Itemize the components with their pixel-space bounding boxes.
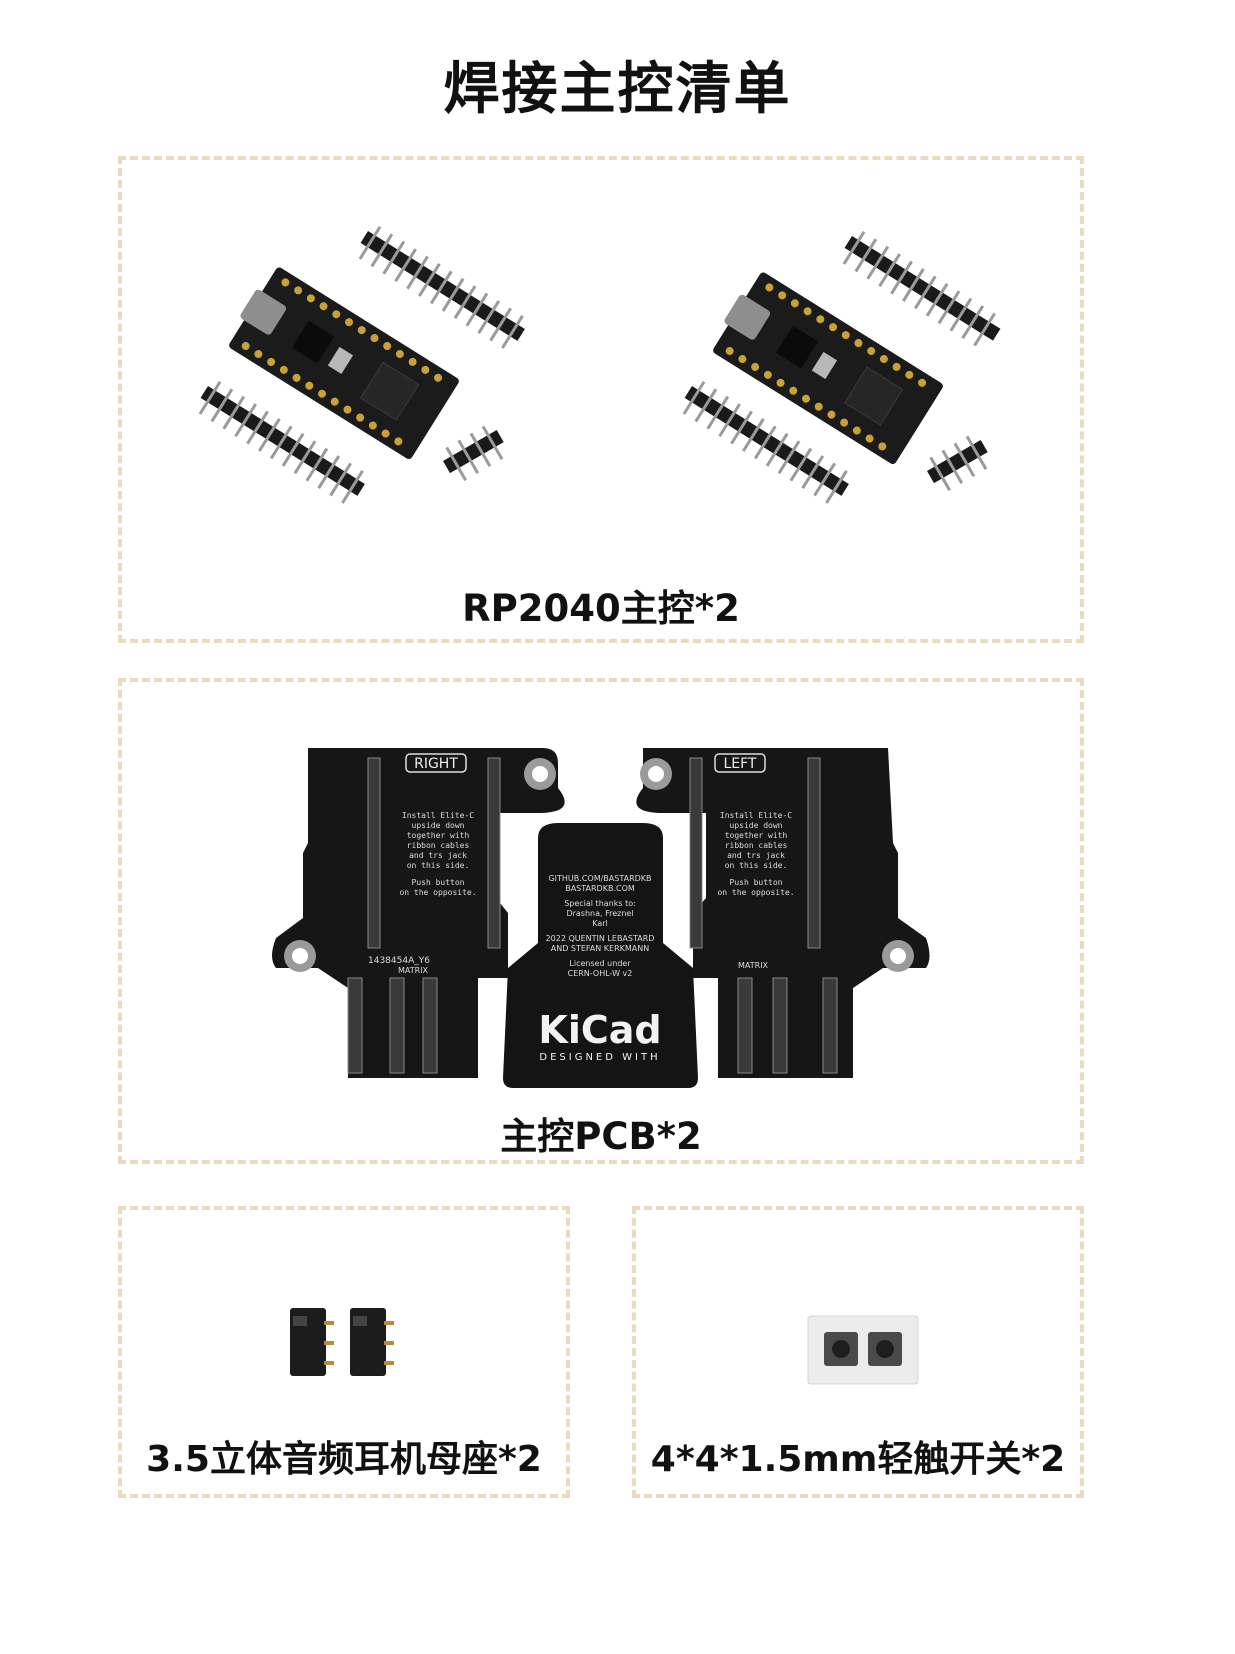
pcb-install-line: Push button xyxy=(412,878,465,887)
panel-rp2040: RP2040主控*2 xyxy=(118,156,1084,643)
pcb-center-icon xyxy=(503,823,698,1088)
pcb-center-line: Drashna, Freznel xyxy=(566,909,633,918)
pcb-install-line-r: upside down xyxy=(730,821,783,830)
panel-pcb: RIGHT LEFT Install Elite-C upside down t… xyxy=(118,678,1084,1164)
audio-jack-image xyxy=(290,1308,394,1376)
pcb-matrix-label: MATRIX xyxy=(398,966,429,975)
pcb-center-line: GITHUB.COM/BASTARDKB xyxy=(548,874,651,883)
pcb-install-line: and trs jack xyxy=(409,851,467,860)
panel-audio-jack: 3.5立体音频耳机母座*2 xyxy=(118,1206,570,1498)
tactile-switch-icon xyxy=(824,1332,858,1366)
tactile-switch-icon xyxy=(868,1332,902,1366)
audio-jack-icon xyxy=(290,1308,334,1376)
pcb-install-line: ribbon cables xyxy=(407,841,470,850)
pcb-center-line: BASTARDKB.COM xyxy=(565,884,635,893)
pcb-install-line-r: Install Elite-C xyxy=(720,811,792,820)
audio-jack-icon xyxy=(350,1308,394,1376)
pcb-part-number: 1438454A_Y6 xyxy=(368,956,430,966)
short-header-icon xyxy=(443,425,504,481)
pcb-left-half-icon xyxy=(636,748,930,1078)
pcb-matrix-label-r: MATRIX xyxy=(738,961,769,970)
pcb-install-line-r: Push button xyxy=(730,878,783,887)
pin-header-icon xyxy=(842,230,1001,347)
pcb-install-line: Install Elite-C xyxy=(402,811,474,820)
pcb-install-line: on this side. xyxy=(407,861,470,870)
pcb-center-line: AND STEFAN KERKMANN xyxy=(551,944,650,953)
pcb-install-line-r: and trs jack xyxy=(727,851,785,860)
item-caption-rp2040: RP2040主控*2 xyxy=(462,587,740,630)
pcb-install-line-r: together with xyxy=(725,831,788,840)
kicad-subtitle: DESIGNED WITH xyxy=(539,1052,660,1063)
item-caption-audio-jack: 3.5立体音频耳机母座*2 xyxy=(146,1439,542,1480)
pcb-install-line-r: on this side. xyxy=(725,861,788,870)
pcb-install-line-r: on the opposite. xyxy=(717,888,794,897)
tactile-switch-image xyxy=(807,1315,919,1385)
pcb-install-line: on the opposite. xyxy=(399,888,476,897)
pcb-center-line: Karl xyxy=(592,919,608,928)
pcb-center-line: Licensed under xyxy=(569,959,631,968)
pcb-install-line: together with xyxy=(407,831,470,840)
pcb-center-line: CERN-OHL-W v2 xyxy=(568,969,633,978)
kicad-logo: KiCad xyxy=(538,1008,661,1052)
pin-header-icon xyxy=(682,380,849,504)
pcb-right-label: RIGHT xyxy=(414,756,458,772)
pcb-install-line-r: ribbon cables xyxy=(725,841,788,850)
pin-header-icon xyxy=(358,225,525,349)
pcb-image: RIGHT LEFT Install Elite-C upside down t… xyxy=(272,748,930,1088)
panel-tactile-switch: 4*4*1.5mm轻触开关*2 xyxy=(632,1206,1084,1498)
short-header-icon xyxy=(927,435,988,491)
controller-board-icon xyxy=(229,267,459,459)
controller-board-icon xyxy=(713,272,943,464)
pcb-center-line: Special thanks to: xyxy=(564,899,636,908)
pcb-center-line: 2022 QUENTIN LEBASTARD xyxy=(546,934,655,943)
item-caption-tactile-switch: 4*4*1.5mm轻触开关*2 xyxy=(650,1439,1066,1480)
item-caption-pcb: 主控PCB*2 xyxy=(500,1115,702,1158)
pcb-left-label: LEFT xyxy=(723,756,756,772)
page-title: 焊接主控清单 xyxy=(443,57,792,122)
rp2040-board-image xyxy=(198,225,525,504)
pin-header-icon xyxy=(198,380,365,504)
rp2040-board-image-2 xyxy=(682,230,1001,504)
pcb-install-line: upside down xyxy=(412,821,465,830)
